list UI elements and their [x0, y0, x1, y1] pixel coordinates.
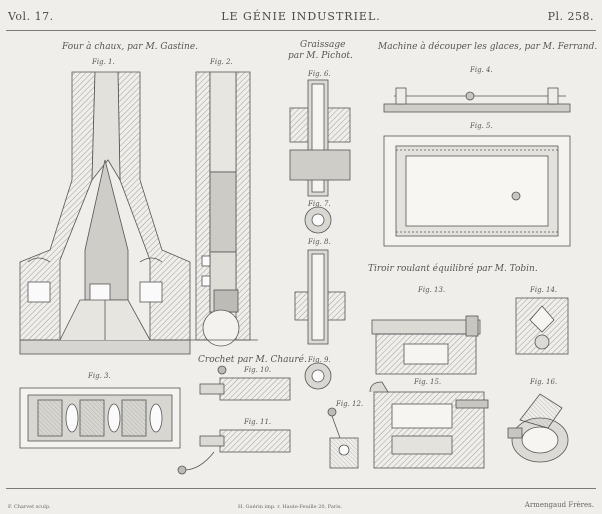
fig-label-5: Fig. 5. — [470, 122, 493, 130]
fig-label-1: Fig. 1. — [92, 58, 115, 66]
volume-number: Vol. 17. — [8, 10, 54, 23]
journal-title: LE GÉNIE INDUSTRIEL. — [221, 10, 381, 23]
fig-label-13: Fig. 13. — [418, 286, 446, 294]
fig-label-6: Fig. 6. — [308, 70, 331, 78]
fig-label-8: Fig. 8. — [308, 238, 331, 246]
fig7-lubricator-plan — [304, 206, 332, 234]
section-title-kiln: Four à chaux, par M. Gastine. — [62, 42, 199, 52]
section-title-hook: Crochet par M. Chauré. — [198, 355, 307, 365]
section-title-glass-cutter: Machine à découper les glaces, par M. Fe… — [378, 42, 598, 52]
fig16-valve-ring — [507, 393, 569, 463]
fig-label-11: Fig. 11. — [244, 418, 272, 426]
fig9-lubricator-plan — [304, 362, 332, 390]
fig-label-9: Fig. 9. — [308, 356, 331, 364]
plate-number: Pl. 258. — [547, 10, 594, 23]
footer-rule — [6, 488, 596, 489]
section-title-lubricator: Graissage — [300, 40, 346, 50]
printer-credit: H. Guérin imp. r. Haute-Feuille 20, Pari… — [238, 504, 342, 510]
fig-label-3: Fig. 3. — [88, 372, 111, 380]
section-title-valve: Tiroir roulant équilibré par M. Tobin. — [368, 264, 538, 274]
fig-label-7: Fig. 7. — [308, 200, 331, 208]
engraver-credit: F. Charvet sculp. — [8, 504, 51, 510]
fig2-kiln-elevation — [190, 71, 258, 347]
fig11-coupling — [177, 429, 291, 475]
fig-label-12: Fig. 12. — [336, 400, 364, 408]
fig4-glass-cutter-elevation — [383, 87, 571, 113]
fig-label-10: Fig. 10. — [244, 366, 272, 374]
fig-label-2: Fig. 2. — [210, 58, 233, 66]
fig14-valve-end — [515, 297, 569, 355]
fig3-kiln-plan — [19, 387, 181, 449]
fig13-valve-section — [371, 315, 481, 375]
fig-label-15: Fig. 15. — [414, 378, 442, 386]
fig-label-14: Fig. 14. — [530, 286, 558, 294]
fig8-lubricator — [294, 249, 346, 345]
fig5-glass-cutter-plan — [383, 135, 571, 247]
fig15-valve-chest — [369, 381, 489, 469]
fig-label-4: Fig. 4. — [470, 66, 493, 74]
fig10-coupling — [199, 365, 291, 401]
fig1-kiln-section — [19, 71, 191, 355]
publisher-credit: Armengaud Frères. — [524, 501, 594, 509]
fig-label-16: Fig. 16. — [530, 378, 558, 386]
fig12-hook — [327, 407, 359, 469]
fig6-lubricator — [289, 79, 351, 197]
header-rule — [6, 30, 596, 31]
section-author-lubricator: par M. Pichot. — [288, 51, 353, 61]
